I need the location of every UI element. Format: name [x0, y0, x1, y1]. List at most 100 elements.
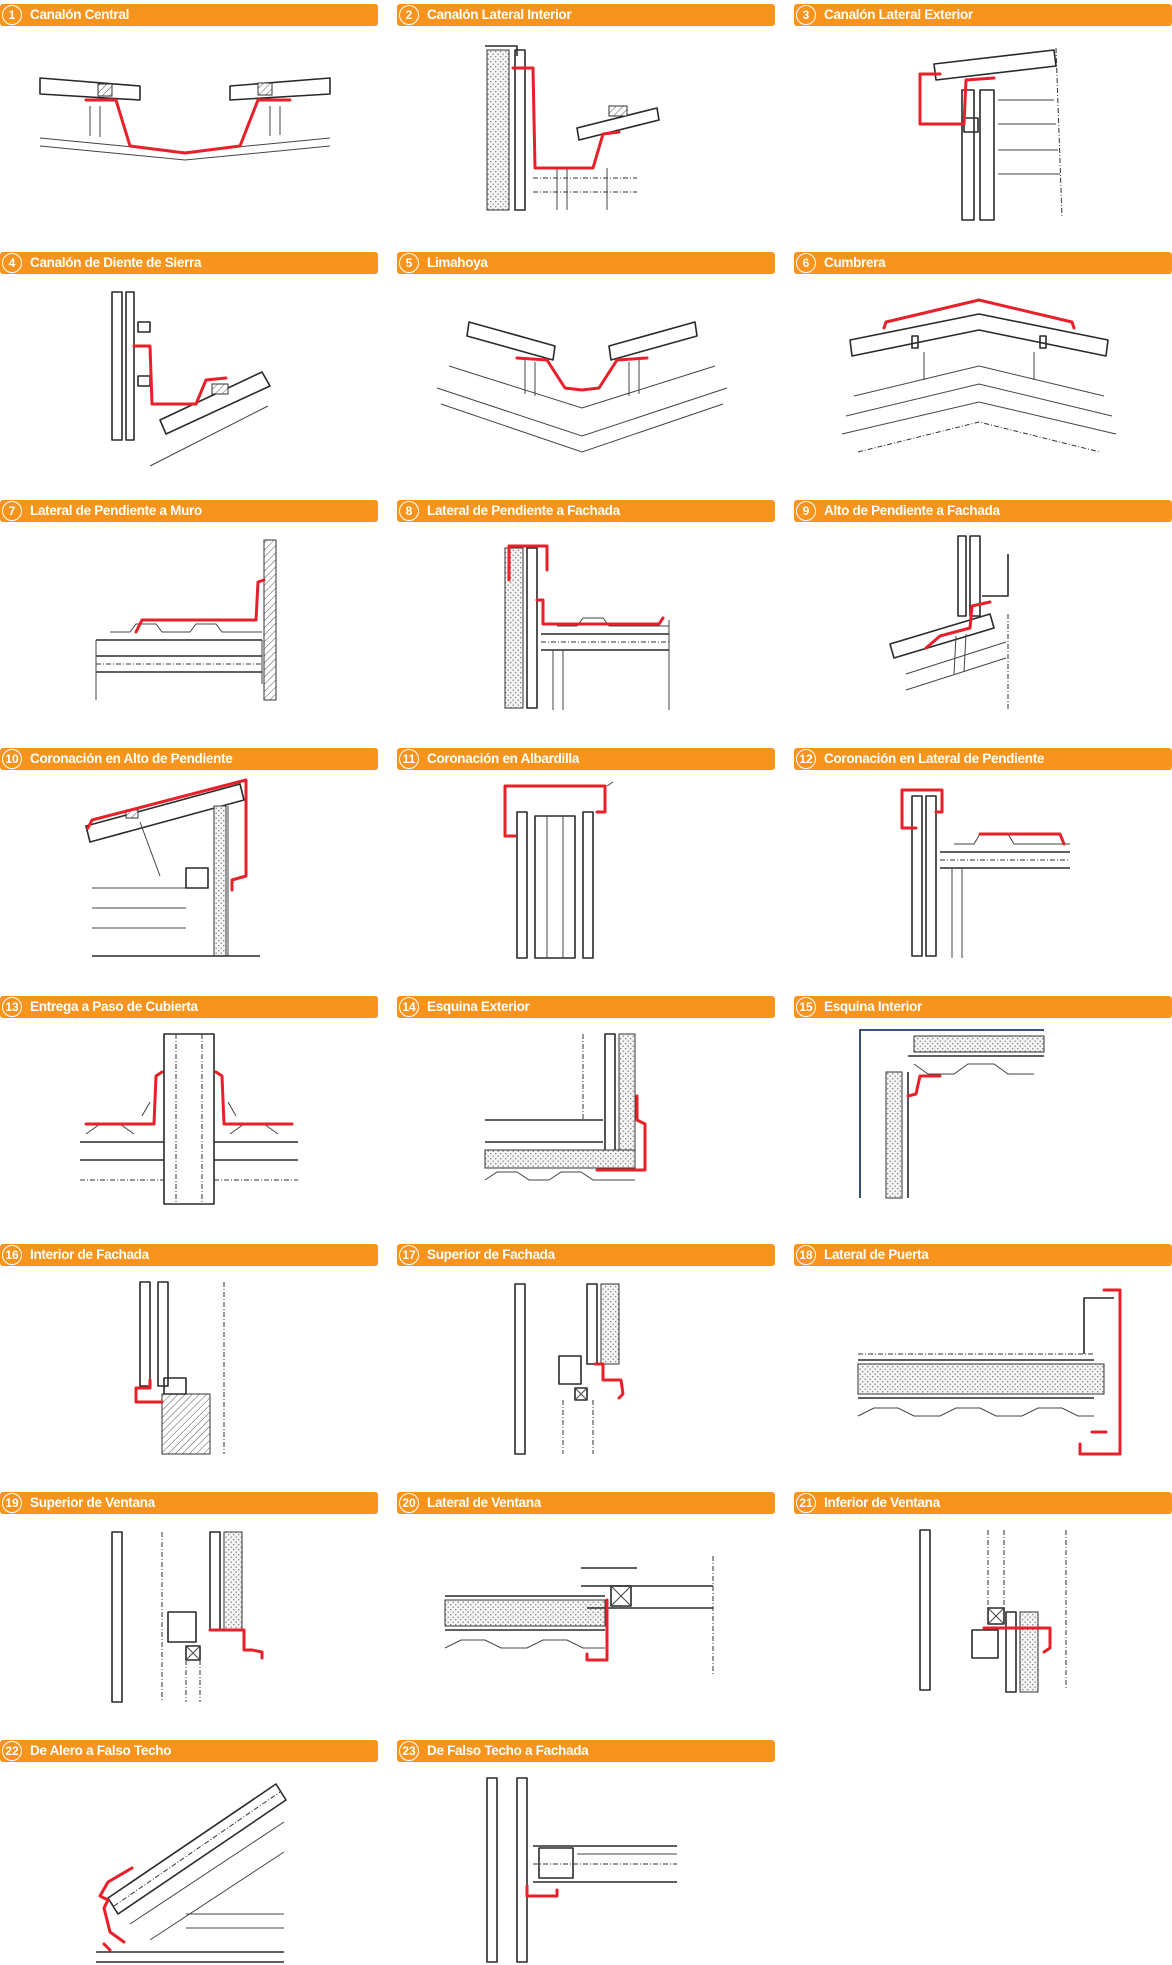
detail-card: 21 Inferior de Ventana: [794, 1488, 1172, 1716]
detail-card: 4 Canalón de Diente de Sierra: [0, 248, 378, 476]
detail-card: 5 Limahoya: [397, 248, 775, 476]
detail-title: Limahoya: [427, 255, 488, 270]
detail-card: 2 Canalón Lateral Interior: [397, 0, 775, 228]
detail-card: 7 Lateral de Pendiente a Muro: [0, 496, 378, 724]
detail-drawing: [0, 1020, 378, 1220]
detail-header: 6 Cumbrera: [794, 252, 1172, 274]
detail-header: 10 Coronación en Alto de Pendiente: [0, 748, 378, 770]
detail-title: Interior de Fachada: [30, 1247, 149, 1262]
detail-card: 20 Lateral de Ventana: [397, 1488, 775, 1716]
detail-title: Canalón Central: [30, 7, 130, 22]
detail-drawing: [397, 276, 775, 476]
detail-number: 22: [2, 1741, 22, 1761]
detail-number: 18: [796, 1245, 816, 1265]
detail-number: 19: [2, 1493, 22, 1513]
detail-title: Esquina Exterior: [427, 999, 530, 1014]
detail-drawing: [794, 772, 1172, 972]
detail-drawing: [0, 1268, 378, 1468]
detail-drawing: [397, 772, 775, 972]
detail-header: 2 Canalón Lateral Interior: [397, 4, 775, 26]
detail-number: 21: [796, 1493, 816, 1513]
detail-card: 8 Lateral de Pendiente a Fachada: [397, 496, 775, 724]
detail-title: Canalón de Diente de Sierra: [30, 255, 202, 270]
detail-card: 19 Superior de Ventana: [0, 1488, 378, 1716]
detail-title: Coronación en Albardilla: [427, 751, 580, 766]
detail-number: 20: [399, 1493, 419, 1513]
detail-header: 14 Esquina Exterior: [397, 996, 775, 1018]
detail-header: 11 Coronación en Albardilla: [397, 748, 775, 770]
detail-number: 4: [2, 253, 22, 273]
detail-drawing: [0, 772, 378, 972]
detail-number: 15: [796, 997, 816, 1017]
detail-number: 6: [796, 253, 816, 273]
detail-number: 16: [2, 1245, 22, 1265]
detail-header: 19 Superior de Ventana: [0, 1492, 378, 1514]
detail-header: 12 Coronación en Lateral de Pendiente: [794, 748, 1172, 770]
detail-drawing: [0, 524, 378, 724]
detail-header: 23 De Falso Techo a Fachada: [397, 1740, 775, 1762]
detail-title: Superior de Ventana: [30, 1495, 155, 1510]
detail-drawing: [0, 1516, 378, 1716]
detail-number: 11: [399, 749, 419, 769]
detail-title: Alto de Pendiente a Fachada: [824, 503, 1000, 518]
detail-drawing: [794, 28, 1172, 228]
detail-drawing: [794, 1268, 1172, 1468]
detail-drawing: [794, 1020, 1172, 1220]
detail-header: 8 Lateral de Pendiente a Fachada: [397, 500, 775, 522]
detail-number: 7: [2, 501, 22, 521]
detail-drawing: [397, 1020, 775, 1220]
detail-header: 1 Canalón Central: [0, 4, 378, 26]
detail-title: Entrega a Paso de Cubierta: [30, 999, 198, 1014]
detail-header: 20 Lateral de Ventana: [397, 1492, 775, 1514]
detail-card: 6 Cumbrera: [794, 248, 1172, 476]
detail-drawing: [397, 524, 775, 724]
detail-number: 3: [796, 5, 816, 25]
detail-header: 9 Alto de Pendiente a Fachada: [794, 500, 1172, 522]
detail-drawing: [0, 28, 378, 228]
detail-title: Esquina Interior: [824, 999, 922, 1014]
detail-card: 13 Entrega a Paso de Cubierta: [0, 992, 378, 1220]
detail-title: Coronación en Alto de Pendiente: [30, 751, 233, 766]
detail-number: 10: [2, 749, 22, 769]
detail-header: 3 Canalón Lateral Exterior: [794, 4, 1172, 26]
detail-drawing: [0, 1764, 378, 1964]
detail-drawing: [397, 1268, 775, 1468]
detail-card: 18 Lateral de Puerta: [794, 1240, 1172, 1468]
detail-card: 22 De Alero a Falso Techo: [0, 1736, 378, 1964]
detail-title: Lateral de Puerta: [824, 1247, 929, 1262]
detail-title: Canalón Lateral Interior: [427, 7, 572, 22]
detail-title: Inferior de Ventana: [824, 1495, 940, 1510]
detail-card: 14 Esquina Exterior: [397, 992, 775, 1220]
detail-card: 1 Canalón Central: [0, 0, 378, 228]
detail-title: Canalón Lateral Exterior: [824, 7, 973, 22]
detail-number: 14: [399, 997, 419, 1017]
detail-card: 16 Interior de Fachada: [0, 1240, 378, 1468]
detail-drawing: [794, 1516, 1172, 1716]
detail-number: 1: [2, 5, 22, 25]
detail-title: Superior de Fachada: [427, 1247, 555, 1262]
detail-header: 22 De Alero a Falso Techo: [0, 1740, 378, 1762]
detail-card: 10 Coronación en Alto de Pendiente: [0, 744, 378, 972]
detail-title: Cumbrera: [824, 255, 886, 270]
detail-title: Coronación en Lateral de Pendiente: [824, 751, 1045, 766]
detail-header: 21 Inferior de Ventana: [794, 1492, 1172, 1514]
detail-number: 23: [399, 1741, 419, 1761]
detail-number: 2: [399, 5, 419, 25]
detail-drawing: [397, 1764, 775, 1964]
detail-header: 17 Superior de Fachada: [397, 1244, 775, 1266]
detail-title: De Alero a Falso Techo: [30, 1743, 172, 1758]
detail-title: Lateral de Pendiente a Muro: [30, 503, 202, 518]
detail-drawing: [0, 276, 378, 476]
detail-card: 9 Alto de Pendiente a Fachada: [794, 496, 1172, 724]
detail-card: 12 Coronación en Lateral de Pendiente: [794, 744, 1172, 972]
detail-card: 15 Esquina Interior: [794, 992, 1172, 1220]
detail-number: 8: [399, 501, 419, 521]
detail-header: 18 Lateral de Puerta: [794, 1244, 1172, 1266]
detail-number: 13: [2, 997, 22, 1017]
detail-header: 16 Interior de Fachada: [0, 1244, 378, 1266]
detail-header: 5 Limahoya: [397, 252, 775, 274]
detail-number: 12: [796, 749, 816, 769]
detail-title: Lateral de Pendiente a Fachada: [427, 503, 620, 518]
detail-number: 17: [399, 1245, 419, 1265]
